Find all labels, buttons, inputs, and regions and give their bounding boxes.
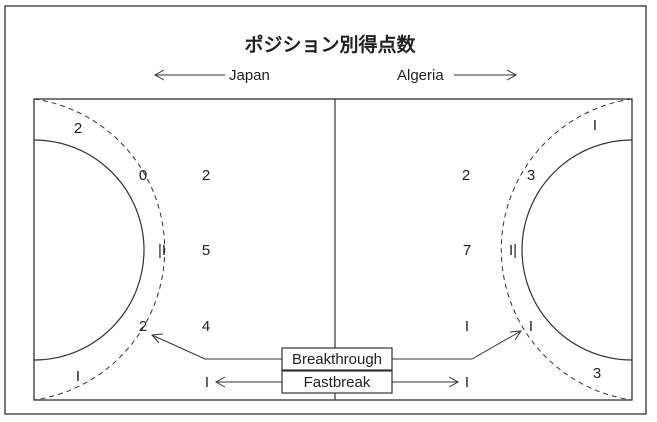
japan-free-throw-line <box>33 98 166 401</box>
japan-left-back-6m-score: 0 <box>139 167 147 184</box>
japan-left-wing-score: 2 <box>74 120 82 137</box>
algeria-right-back-6m-score: I <box>529 318 533 335</box>
outer-frame <box>4 5 647 415</box>
breakthrough-label-box: Breakthrough <box>281 347 393 371</box>
breakthrough-label: Breakthrough <box>292 351 382 368</box>
japan-goal-area-line <box>33 139 145 361</box>
breakthrough-arrow-algeria <box>392 330 522 360</box>
fastbreak-arrow-japan <box>214 376 282 388</box>
algeria-left-back-9m-score: 2 <box>462 167 470 184</box>
japan-center-9m-score: 5 <box>202 242 210 259</box>
team-japan-label: Japan <box>229 67 270 84</box>
japan-right-back-6m-score: 2 <box>139 318 147 335</box>
team-algeria-label: Algeria <box>397 67 444 84</box>
algeria-direction-arrow <box>454 69 518 81</box>
algeria-goal-area-line <box>521 139 633 361</box>
japan-center-6m-score: |I <box>158 242 166 259</box>
japan-left-back-9m-score: 2 <box>202 167 210 184</box>
japan-right-wing-score: I <box>76 368 80 385</box>
algeria-right-wing-score: 3 <box>593 365 601 382</box>
japan-right-back-9m-score: 4 <box>202 318 210 335</box>
algeria-center-9m-score: 7 <box>463 242 471 259</box>
fastbreak-label: Fastbreak <box>304 374 371 391</box>
breakthrough-arrow-japan <box>150 333 282 360</box>
fastbreak-arrow-algeria <box>392 376 460 388</box>
algeria-left-back-6m-score: 3 <box>527 167 535 184</box>
algeria-center-6m-score: I| <box>509 242 517 259</box>
diagram-title: ポジション別得点数 <box>244 33 416 56</box>
algeria-right-back-9m-score: I <box>465 318 469 335</box>
algeria-free-throw-line <box>500 98 633 401</box>
algeria-fastbreak-score: I <box>465 374 469 391</box>
japan-direction-arrow <box>153 69 225 81</box>
japan-fastbreak-score: I <box>205 374 209 391</box>
court-boundary <box>33 98 633 401</box>
fastbreak-label-box: Fastbreak <box>281 370 393 394</box>
algeria-left-wing-score: I <box>593 117 597 134</box>
